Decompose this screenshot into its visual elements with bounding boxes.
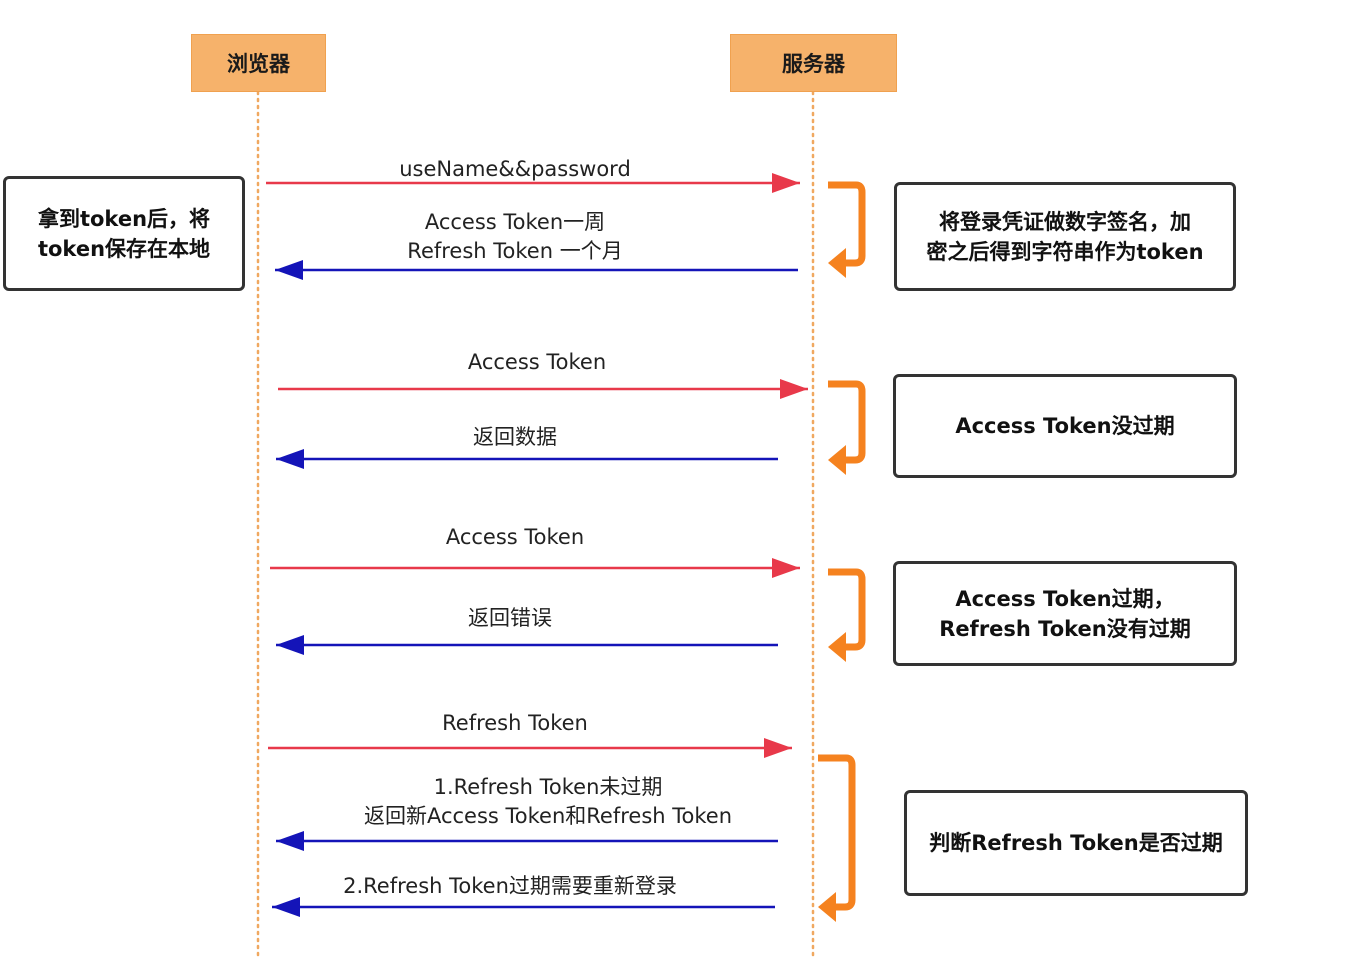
server-sign-token-note: 将登录凭证做数字签名，加 密之后得到字符串作为token <box>894 182 1236 291</box>
client-store-token-note: 拿到token后，将 token保存在本地 <box>3 176 245 291</box>
process-arrow-4 <box>818 754 856 911</box>
new-tokens-response-label: 1.Refresh Token未过期 返回新Access Token和Refre… <box>363 775 733 828</box>
process-arrowhead-4 <box>818 892 836 922</box>
arrowhead-access-token-request-2 <box>772 558 800 578</box>
arrowhead-tokens-response <box>275 260 303 280</box>
process-arrowhead-3 <box>828 632 846 662</box>
data-response-label: 返回数据 <box>473 425 557 449</box>
arrowhead-error-response <box>276 635 304 655</box>
arrowhead-data-response <box>276 449 304 469</box>
process-arrow-1 <box>828 181 866 267</box>
browser-actor: 浏览器 <box>191 34 326 92</box>
arrowhead-access-token-request-1 <box>780 379 808 399</box>
access-token-request-label-1: Access Token <box>467 350 607 374</box>
process-arrow-2 <box>828 380 866 464</box>
access-token-valid-note: Access Token没过期 <box>893 374 1237 478</box>
login-request-label: useName&&password <box>399 157 631 181</box>
refresh-token-request-label: Refresh Token <box>442 711 588 735</box>
process-arrowhead-1 <box>828 248 846 278</box>
error-response-label: 返回错误 <box>468 606 552 630</box>
process-arrowhead-2 <box>828 445 846 475</box>
arrowhead-refresh-token-request <box>764 738 792 758</box>
tokens-response-label: Access Token一周 Refresh Token 一个月 <box>407 210 623 263</box>
relogin-response-label: 2.Refresh Token过期需要重新登录 <box>343 874 677 898</box>
server-actor: 服务器 <box>730 34 897 92</box>
arrowhead-new-tokens-response <box>276 831 304 851</box>
process-arrow-3 <box>828 568 866 651</box>
access-token-request-label-2: Access Token <box>445 525 585 549</box>
access-token-expired-note: Access Token过期， Refresh Token没有过期 <box>893 561 1237 666</box>
refresh-token-check-note: 判断Refresh Token是否过期 <box>904 790 1248 896</box>
arrowhead-login-request <box>772 173 800 193</box>
arrowhead-relogin-response <box>272 897 300 917</box>
